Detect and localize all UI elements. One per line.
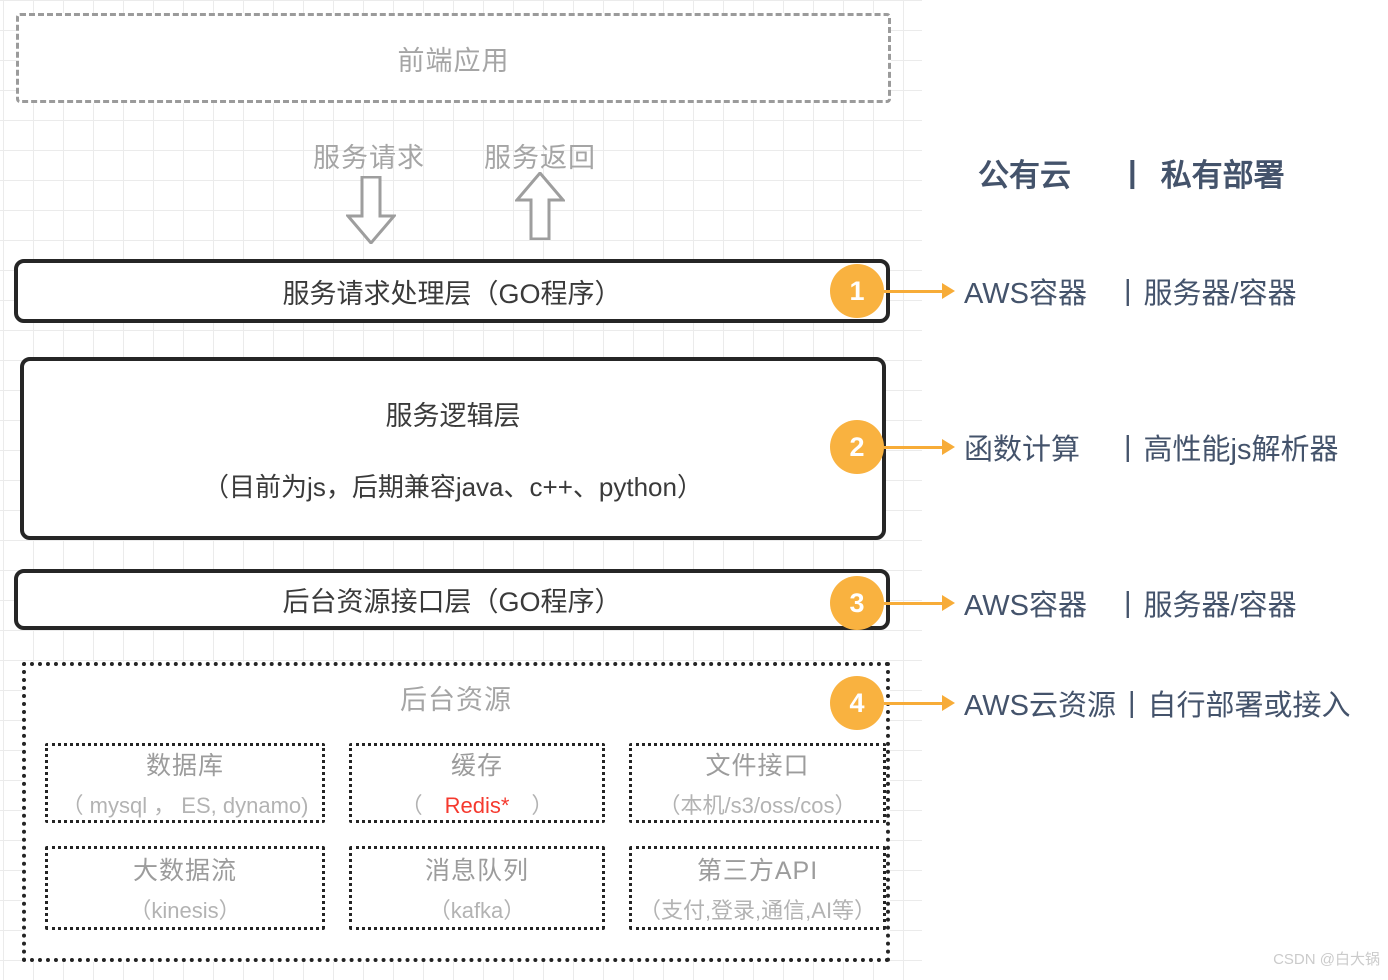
file-api-subtitle: （本机/s3/oss/cos） — [658, 793, 857, 818]
annotation-4-public: AWS云资源 — [964, 690, 1116, 722]
annotation-2-separator: | — [1124, 430, 1132, 463]
annotation-text-3: AWS容器 | 服务器/容器 — [964, 582, 1297, 624]
frontend-app-label: 前端应用 — [397, 45, 510, 76]
up-arrow-icon — [515, 172, 565, 240]
thirdparty-api-title: 第三方API — [696, 857, 819, 885]
bigdata-stream-title: 大数据流 — [132, 857, 237, 885]
deployment-header-private: 私有部署 — [1160, 157, 1285, 193]
annotation-row-4: 4 AWS云资源 | 自行部署或接入 — [830, 676, 1351, 730]
database-title: 数据库 — [145, 752, 224, 780]
resource-box-thirdparty-api: 第三方API （支付,登录,通信,AI等） — [629, 846, 886, 930]
backend-resources-title: 后台资源 — [400, 685, 512, 715]
annotation-1-public: AWS容器 — [964, 278, 1087, 310]
resource-interface-layer-title: 后台资源接口层（GO程序） — [282, 587, 622, 617]
resource-box-database: 数据库 （ mysql ， ES, dynamo) — [45, 743, 325, 823]
annotation-2-private: 高性能js解析器 — [1143, 434, 1339, 466]
annotation-text-1: AWS容器 | 服务器/容器 — [964, 270, 1297, 312]
service-logic-layer-subtitle: （目前为js，后期兼容java、c++、python） — [203, 471, 703, 502]
request-processing-layer-title: 服务请求处理层（GO程序） — [282, 278, 622, 309]
request-processing-layer-box: 服务请求处理层（GO程序） — [14, 259, 890, 323]
annotation-row-2: 2 函数计算 | 高性能js解析器 — [830, 420, 1339, 474]
cache-title: 缓存 — [450, 752, 503, 780]
badge-1: 1 — [830, 264, 884, 318]
annotation-3-separator: | — [1124, 586, 1132, 619]
deployment-header-separator: | — [1128, 154, 1137, 189]
badge-3: 3 — [830, 576, 884, 630]
frontend-app-box: 前端应用 — [16, 13, 891, 103]
thirdparty-api-subtitle: （支付,登录,通信,AI等） — [638, 898, 877, 923]
database-subtitle: （ mysql ， ES, dynamo) — [61, 793, 309, 818]
annotation-text-2: 函数计算 | 高性能js解析器 — [964, 426, 1339, 468]
annotation-1-separator: | — [1124, 274, 1132, 307]
connector-arrow-icon — [884, 595, 955, 611]
cache-subtitle-redis: Redis* — [444, 793, 510, 818]
resource-box-bigdata-stream: 大数据流 （kinesis） — [45, 846, 325, 930]
annotation-1-private: 服务器/容器 — [1143, 278, 1297, 310]
cache-subtitle: （ Redis* ） — [401, 788, 554, 820]
resource-box-message-queue: 消息队列 （kafka） — [349, 846, 605, 930]
service-logic-layer-box: 服务逻辑层 （目前为js，后期兼容java、c++、python） — [20, 357, 886, 540]
annotation-4-private: 自行部署或接入 — [1147, 690, 1351, 722]
cache-subtitle-suffix: ） — [509, 793, 554, 818]
annotation-row-1: 1 AWS容器 | 服务器/容器 — [830, 264, 1297, 318]
annotation-3-public: AWS容器 — [964, 590, 1087, 622]
file-api-title: 文件接口 — [705, 752, 810, 780]
badge-2: 2 — [830, 420, 884, 474]
connector-arrow-icon — [884, 439, 955, 455]
service-request-label: 服务请求 — [313, 143, 425, 173]
badge-4: 4 — [830, 676, 884, 730]
resource-box-file-api: 文件接口 （本机/s3/oss/cos） — [629, 743, 886, 823]
message-queue-title: 消息队列 — [424, 857, 529, 885]
message-queue-subtitle: （kafka） — [428, 898, 526, 923]
service-logic-layer-title: 服务逻辑层 — [385, 400, 521, 431]
resource-box-cache: 缓存 （ Redis* ） — [349, 743, 605, 823]
annotation-text-4: AWS云资源 | 自行部署或接入 — [964, 682, 1351, 724]
bigdata-stream-subtitle: （kinesis） — [129, 898, 241, 923]
watermark: CSDN @白大锅 — [1273, 951, 1380, 968]
annotation-row-3: 3 AWS容器 | 服务器/容器 — [830, 576, 1297, 630]
annotation-2-public: 函数计算 — [964, 434, 1081, 466]
annotation-4-separator: | — [1127, 686, 1136, 719]
connector-arrow-icon — [884, 283, 955, 299]
service-response-label: 服务返回 — [484, 143, 596, 173]
resource-interface-layer-box: 后台资源接口层（GO程序） — [14, 569, 890, 630]
deployment-header-public-cloud: 公有云 — [978, 157, 1071, 193]
annotation-3-private: 服务器/容器 — [1143, 590, 1297, 622]
deployment-header: 公有云 | 私有部署 — [978, 150, 1285, 194]
down-arrow-icon — [346, 176, 396, 244]
connector-arrow-icon — [884, 695, 955, 711]
cache-subtitle-prefix: （ — [400, 793, 445, 818]
